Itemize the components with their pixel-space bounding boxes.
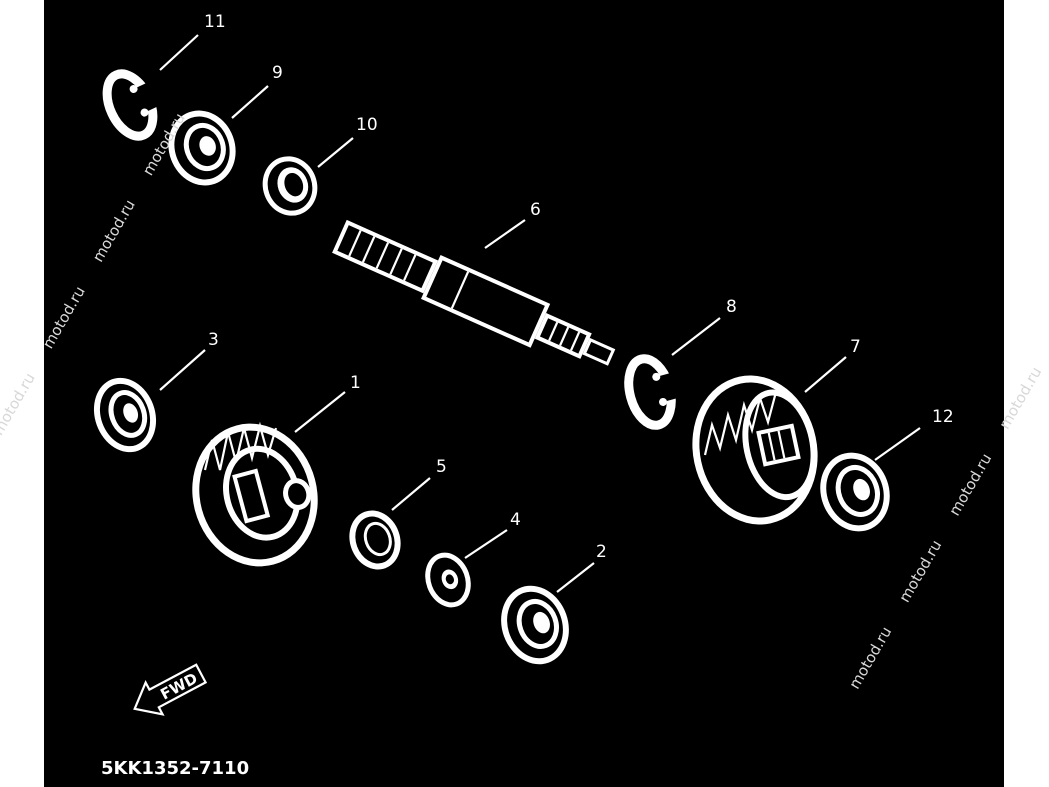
part-5-washer <box>349 510 401 570</box>
part-11-circlip <box>102 69 165 141</box>
callout-1: 1 <box>350 373 361 393</box>
part-1-gear <box>192 421 318 567</box>
leader-line-8 <box>671 317 721 356</box>
leader-line-7 <box>804 356 847 393</box>
part-2-bearing <box>501 585 569 665</box>
svg-text:motod.ru: motod.ru <box>0 370 39 439</box>
leader-line-1 <box>294 391 346 433</box>
leader-line-10 <box>317 137 354 168</box>
part-9-bearing <box>168 110 236 186</box>
part-7-gear <box>692 375 818 525</box>
callout-10: 10 <box>356 115 378 135</box>
leader-line-12 <box>874 427 921 461</box>
leader-line-4 <box>464 529 508 559</box>
part-12-bearing <box>820 452 890 532</box>
part-6-shaft <box>332 219 616 366</box>
leader-line-2 <box>556 562 595 593</box>
part-8-circlip <box>624 354 684 430</box>
callout-7: 7 <box>850 337 861 357</box>
leader-line-11 <box>159 34 199 71</box>
callout-11: 11 <box>204 12 226 32</box>
callout-4: 4 <box>510 510 521 530</box>
callout-9: 9 <box>272 63 283 83</box>
callout-6: 6 <box>530 200 541 220</box>
diagram-code: 5KK1352-7110 <box>101 758 249 779</box>
part-10-bushing <box>262 156 318 216</box>
callout-8: 8 <box>726 297 737 317</box>
part-3-bearing <box>93 377 157 453</box>
callout-5: 5 <box>436 457 447 477</box>
callout-2: 2 <box>596 542 607 562</box>
svg-text:motod.ru: motod.ru <box>1045 277 1049 346</box>
callout-3: 3 <box>208 330 219 350</box>
part-4-washer <box>425 552 471 608</box>
leader-line-5 <box>391 477 431 511</box>
leader-line-6 <box>484 219 526 249</box>
callout-12: 12 <box>932 407 954 427</box>
leader-line-9 <box>231 85 269 119</box>
leader-line-3 <box>159 349 206 391</box>
